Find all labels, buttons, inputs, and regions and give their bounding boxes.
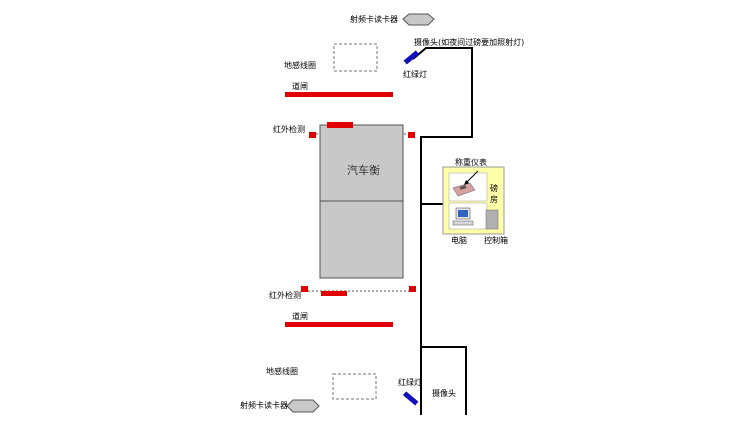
control-box-label: 控制箱 xyxy=(484,236,508,245)
weighing-room xyxy=(442,166,505,235)
traffic-light-bottom-label: 红绿灯 xyxy=(398,378,422,387)
camera-bottom-icon xyxy=(402,391,419,406)
infrared-emitter-bottom-right xyxy=(409,286,416,292)
rfid-reader-bottom-icon xyxy=(286,399,320,413)
camera-top-icon xyxy=(403,50,420,65)
computer-icon xyxy=(452,207,474,226)
instrument-arrow-head xyxy=(464,180,469,185)
weighing-instrument-label: 称重仪表 xyxy=(455,158,487,167)
weighing-room-label: 磅房 xyxy=(490,184,498,204)
infrared-emitter-top-right xyxy=(408,132,415,138)
traffic-light-top-label: 红绿灯 xyxy=(403,70,427,79)
infrared-bottom-label: 红外检测 xyxy=(269,291,301,300)
instrument-pointer-arrow xyxy=(465,170,479,184)
infrared-emitter-top-left xyxy=(309,132,316,138)
scale-red-marker-bottom xyxy=(321,291,347,296)
barrier-top-label: 道闸 xyxy=(292,82,308,91)
truck-scale-label: 汽车衡 xyxy=(347,164,380,177)
scale-red-marker-top xyxy=(327,122,353,128)
ground-coil-bottom-label: 地感线圈 xyxy=(266,367,298,376)
camera-top-label: 摄像头(如夜间过磅要加照射灯) xyxy=(414,38,525,47)
barrier-top xyxy=(285,92,393,97)
barrier-bottom-label: 道闸 xyxy=(292,312,308,321)
computer-label: 电脑 xyxy=(451,236,467,245)
infrared-emitter-bottom-left xyxy=(301,286,308,292)
barrier-bottom xyxy=(285,322,393,327)
camera-bottom-label: 摄像头 xyxy=(432,389,456,398)
ground-coil-top-label: 地感线圈 xyxy=(284,61,316,70)
ground-coil-bottom xyxy=(332,373,377,400)
rfid-reader-bottom-label: 射频卡读卡器 xyxy=(240,401,288,410)
rfid-reader-top-icon xyxy=(402,13,435,26)
infrared-top-label: 红外检测 xyxy=(273,125,305,134)
rfid-reader-top-label: 射频卡读卡器 xyxy=(350,15,398,24)
cable-lines xyxy=(412,47,473,415)
ground-coil-top xyxy=(333,43,378,72)
